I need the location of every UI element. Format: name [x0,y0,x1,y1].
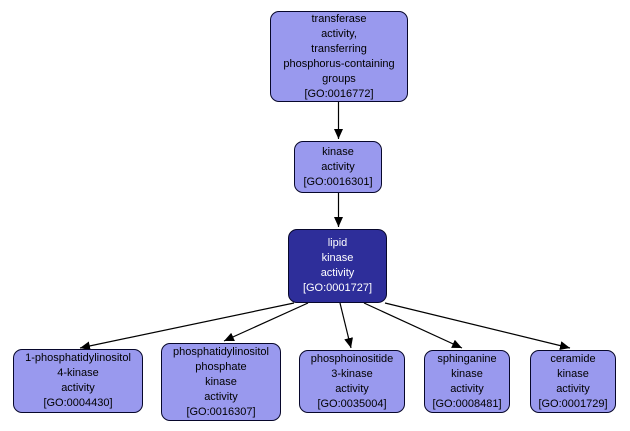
node-phosphoinositide-3-kinase-activity-go-0035004[interactable]: phosphoinositide 3-kinase activity [GO:0… [299,350,405,413]
node-label-line: ceramide [550,352,596,365]
node-label-line: phosphoinositide [310,352,394,365]
node-label-line: kinase [321,252,354,264]
node-go-id: [GO:0016307] [186,405,256,418]
node-label-line: phosphatidylinositol [172,345,269,358]
node-go-id: [GO:0001727] [302,282,373,294]
node-1-phosphatidylinositol-4-kinase-activity-go-0004430[interactable]: 1-phosphatidylinositol 4-kinase activity… [13,349,143,413]
node-label-line: groups [322,72,356,85]
node-go-id: [GO:0035004] [317,397,387,410]
node-sphinganine-kinase-activity-go-0008481[interactable]: sphinganine kinase activity [GO:0008481] [424,350,510,413]
node-label-line: phosphorus-containing [283,57,395,70]
edge-lipid-kinase-to-pi-4-kinase [79,302,295,351]
node-label-line: activity [450,382,484,395]
node-label-line: transferase [311,12,367,25]
node-label-line: activity [320,267,355,279]
node-label-line: phosphate [195,360,247,373]
edge-lipid-kinase-to-pip-kinase [223,302,309,342]
node-label-line: activity [61,382,95,394]
node-label-line: activity, [321,27,357,40]
node-label-line: 1-phosphatidylinositol [25,352,131,364]
node-label-line: 4-kinase [57,367,99,379]
node-label-line: activity [321,160,355,173]
node-label-line: activity [204,390,238,403]
node-ceramide-kinase-activity-go-0001729[interactable]: ceramide kinase activity [GO:0001729] [530,350,616,413]
node-kinase-activity-go-0016301[interactable]: kinase activity [GO:0016301] [294,141,382,193]
node-label-line: kinase [557,367,589,380]
node-label-line: activity [556,382,590,395]
node-label-line: kinase [451,367,483,380]
node-label-line: sphinganine [437,352,497,365]
node-label-line: activity [335,382,369,395]
node-go-id: [GO:0001729] [538,397,608,410]
node-label-line: 3-kinase [331,367,373,380]
node-label-line: kinase [205,375,237,388]
node-go-id: [GO:0004430] [43,397,113,409]
node-label-line: lipid [327,237,348,249]
node-go-id: [GO:0008481] [432,397,502,410]
node-lipid-kinase-activity-go-0001727[interactable]: lipid kinase activity [GO:0001727] [288,229,387,303]
node-transferase-activity-go-0016772[interactable]: transferase activity, transferring phosp… [270,11,408,102]
edge-lipid-kinase-to-sphinganine-kinase [363,302,463,349]
node-phosphatidylinositol-phosphate-kinase-activity-go-0016307[interactable]: phosphatidylinositol phosphate kinase ac… [161,343,281,421]
edge-lipid-kinase-to-pi-3-kinase [339,302,353,349]
node-go-id: [GO:0016772] [304,87,374,100]
node-label-line: transferring [311,42,367,55]
node-label-line: kinase [322,145,354,158]
node-go-id: [GO:0016301] [303,175,373,188]
edge-lipid-kinase-to-ceramide-kinase [384,302,571,351]
